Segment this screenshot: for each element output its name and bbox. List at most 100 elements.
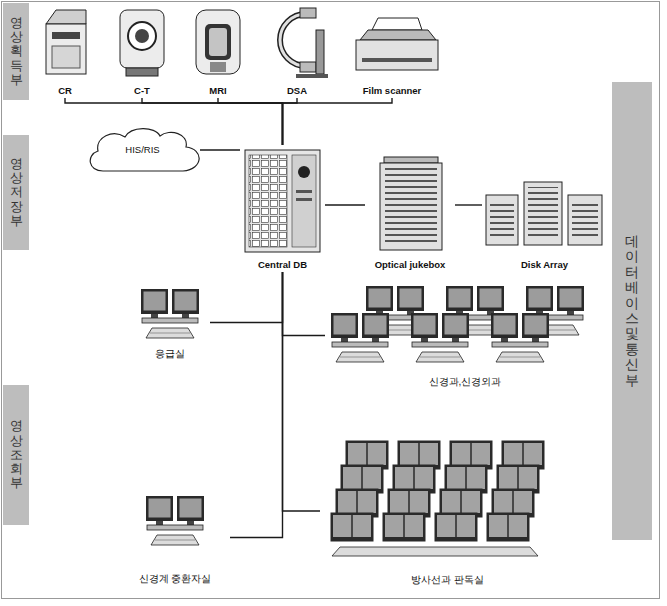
jukebox-slots: [385, 168, 437, 244]
connector-line: [218, 98, 283, 145]
dsa-column: [316, 30, 324, 74]
room-label: 신경과,신경외과: [429, 376, 502, 388]
device-label: DSA: [287, 86, 307, 97]
connector-line: [283, 272, 326, 336]
modality-node: CR: [38, 5, 92, 98]
ct-gantry: [120, 10, 164, 68]
vent: [296, 198, 312, 201]
connector-line: [325, 204, 365, 205]
optical-jukebox: [380, 157, 442, 250]
storage-node: Optical jukebox: [365, 155, 455, 272]
ct-base: [126, 68, 158, 76]
detector: [300, 62, 316, 72]
ct-bore: [128, 22, 156, 50]
section-label: 영상 저장부: [10, 157, 23, 228]
modality-node: DSA: [266, 5, 328, 98]
disk-unit: [524, 182, 562, 245]
disk-slots: [572, 200, 598, 240]
connectors: [65, 98, 482, 538]
device-label: C-T: [134, 86, 150, 97]
modality-node: MRI: [190, 5, 246, 98]
modality-node: Film scanner: [342, 5, 442, 98]
room-label: 방사선과 판독실: [411, 574, 484, 586]
workstation: [146, 496, 204, 545]
section-band: 영상 획득부: [3, 3, 29, 100]
mri-inner: [209, 28, 227, 56]
dsa-carm: [280, 8, 328, 78]
cr-body: [46, 24, 86, 74]
workstation-node: 신경과,신경외과: [325, 283, 605, 388]
cr-unit: [46, 10, 86, 74]
device-label: MRI: [209, 86, 226, 97]
section-band: 영상 저장부: [3, 135, 29, 250]
ct-scanner: [120, 10, 164, 76]
device-label: Film scanner: [363, 86, 422, 97]
disk-unit: [568, 195, 602, 245]
device-label: CR: [58, 86, 72, 97]
mri-table: [210, 62, 226, 72]
drive-bays: [249, 155, 287, 247]
modality-node: C-T: [114, 5, 170, 98]
device-label: Central DB: [258, 260, 307, 271]
scanner-slot: [362, 58, 432, 62]
mri-body: [196, 10, 240, 74]
cabinet-body: [245, 150, 320, 252]
cabinet-panel: [292, 155, 316, 247]
film-scanner: [356, 18, 438, 70]
c-arm: [280, 14, 306, 66]
connector-line: [210, 272, 283, 323]
section-label: 데이터베이스 및 통신부: [625, 234, 639, 388]
storage-node: Disk Array: [482, 175, 607, 272]
workstation-node: 신경계 중환자실: [120, 490, 230, 585]
workstation: [331, 313, 389, 362]
film-sheet: [372, 18, 422, 30]
cloud-shape: [90, 129, 199, 171]
jukebox-body: [380, 163, 442, 250]
monitor: [435, 513, 478, 542]
workstation-node: 응급실: [130, 285, 210, 360]
cr-panel: [52, 46, 80, 68]
connector-line: [283, 98, 298, 145]
jukebox-top: [384, 157, 438, 163]
section-label: 영상 조회부: [10, 419, 23, 490]
room-label: 신경계 중환자실: [139, 573, 212, 585]
device-label: Optical jukebox: [375, 260, 446, 271]
scanner-lid: [360, 30, 436, 40]
workstation: [491, 313, 549, 362]
cr-top: [46, 10, 86, 24]
frame: [2, 2, 660, 599]
central-db-cabinet: [245, 150, 320, 252]
monitor: [383, 513, 426, 542]
cloud-label: HIS/RIS: [125, 145, 159, 156]
c-arm-inner: [280, 14, 306, 66]
reading-room-monitors: [331, 441, 545, 557]
room-label: 응급실: [155, 348, 185, 360]
cr-slot: [52, 32, 80, 39]
monitor: [487, 513, 530, 542]
vent: [296, 190, 312, 193]
connector-line: [283, 272, 321, 511]
monitor: [331, 513, 374, 542]
disk-slots: [490, 200, 514, 240]
disk-unit: [486, 195, 518, 245]
section-band: 영상 조회부: [3, 385, 29, 525]
workstation: [141, 289, 199, 338]
xray-tube: [300, 8, 316, 18]
workstation: [411, 313, 469, 362]
connector-line: [230, 272, 283, 538]
mri-scanner: [196, 10, 240, 74]
connector-line: [455, 204, 482, 205]
connector-line: [283, 98, 393, 145]
scanner-body: [356, 40, 438, 70]
dsa-base: [296, 74, 328, 78]
disk-slots: [528, 187, 558, 240]
device-label: Disk Array: [521, 260, 568, 271]
connector-line: [200, 149, 240, 150]
workstation-node: 방사선과 판독실: [320, 436, 575, 586]
ct-core: [135, 29, 149, 43]
mri-bore: [205, 24, 231, 60]
power-button: [298, 166, 310, 178]
